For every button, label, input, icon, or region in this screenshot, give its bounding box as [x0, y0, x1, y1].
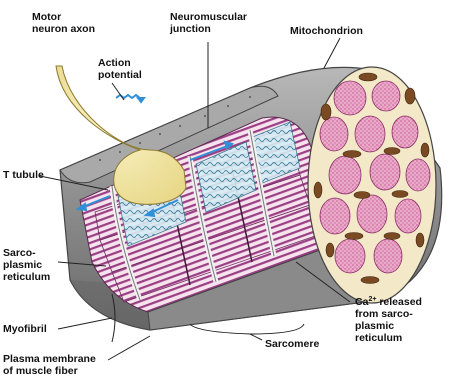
label-ca-released: Ca2+ released from sarco- plasmic reticu…: [355, 296, 425, 344]
label-action-potential: Action potential: [98, 57, 142, 81]
label-myofibril: Myofibril: [3, 323, 47, 335]
label-plasma-membrane: Plasma membrane of muscle fiber: [3, 353, 99, 377]
label-neuromuscular-junction: Neuromuscular junction: [169, 11, 250, 35]
label-t-tubule: T tubule: [3, 169, 44, 181]
label-sarcoplasmic-reticulum: Sarco- plasmic reticulum: [3, 247, 50, 283]
label-mitochondrion: Mitochondrion: [290, 25, 363, 37]
label-motor-neuron-axon: Motor neuron axon: [32, 11, 95, 35]
label-sarcomere: Sarcomere: [265, 338, 319, 350]
fiber-cross-section: [308, 67, 436, 303]
